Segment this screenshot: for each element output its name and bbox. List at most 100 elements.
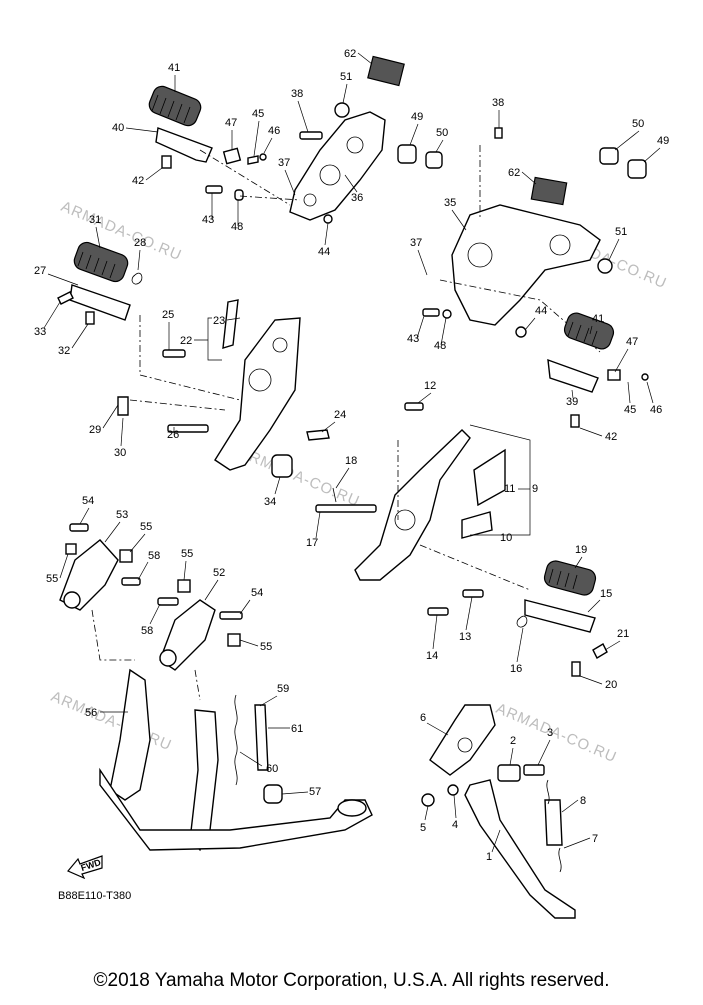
callout-2: 2 <box>510 735 516 747</box>
callout-27: 27 <box>34 265 46 277</box>
callout-54: 54 <box>82 495 94 507</box>
fwd-arrow: FWD <box>66 855 104 880</box>
callout-30: 30 <box>114 447 126 459</box>
callout-62: 62 <box>508 167 520 179</box>
callout-51: 51 <box>340 71 352 83</box>
callout-55: 55 <box>46 573 58 585</box>
callout-16: 16 <box>510 663 522 675</box>
callout-50: 50 <box>436 127 448 139</box>
callout-37: 37 <box>278 157 290 169</box>
callout-45: 45 <box>624 404 636 416</box>
callout-12: 12 <box>424 380 436 392</box>
callout-6: 6 <box>420 712 426 724</box>
callout-17: 17 <box>306 537 318 549</box>
callout-35: 35 <box>444 197 456 209</box>
callout-37: 37 <box>410 237 422 249</box>
callout-55: 55 <box>140 521 152 533</box>
callout-29: 29 <box>89 424 101 436</box>
callout-13: 13 <box>459 631 471 643</box>
callout-41: 41 <box>592 313 604 325</box>
watermark: ARMADA-CO.RU <box>48 688 174 754</box>
callout-40: 40 <box>112 122 124 134</box>
callout-11: 11 <box>504 483 515 495</box>
callout-9: 9 <box>532 483 538 495</box>
arrow-icon: FWD <box>67 855 103 880</box>
side-stand <box>421 704 576 919</box>
callout-49: 49 <box>411 111 423 123</box>
step-bracket-right <box>315 402 531 616</box>
callout-38: 38 <box>492 97 504 109</box>
callout-41: 41 <box>168 62 180 74</box>
callout-15: 15 <box>600 588 612 600</box>
callout-50: 50 <box>632 118 644 130</box>
callout-22: 22 <box>180 335 192 347</box>
callout-46: 46 <box>268 125 280 137</box>
callout-20: 20 <box>605 679 617 691</box>
callout-1: 1 <box>486 851 492 863</box>
callout-59: 59 <box>277 683 289 695</box>
footrest-right-lower <box>516 560 608 677</box>
callout-33: 33 <box>34 326 46 338</box>
callout-38: 38 <box>291 88 303 100</box>
callout-45: 45 <box>252 108 264 120</box>
callout-46: 46 <box>650 404 662 416</box>
callout-53: 53 <box>116 509 128 521</box>
callout-19: 19 <box>575 544 587 556</box>
callout-26: 26 <box>167 429 179 441</box>
callout-5: 5 <box>420 822 426 834</box>
callout-42: 42 <box>132 175 144 187</box>
callout-39: 39 <box>566 396 578 408</box>
callout-3: 3 <box>547 727 553 739</box>
callout-44: 44 <box>535 305 547 317</box>
step-bracket-left <box>117 299 330 478</box>
callout-21: 21 <box>617 628 629 640</box>
callout-8: 8 <box>580 795 586 807</box>
callout-62: 62 <box>344 48 356 60</box>
callouts: 41 40 42 47 45 46 38 37 36 43 48 44 51 6… <box>34 48 669 863</box>
callout-25: 25 <box>162 309 174 321</box>
watermark: ARMADA-CO.RU <box>493 700 619 766</box>
callout-60: 60 <box>266 763 278 775</box>
callout-32: 32 <box>58 345 70 357</box>
diagram-code: B88E110-T380 <box>58 890 132 902</box>
callout-57: 57 <box>309 786 321 798</box>
callout-10: 10 <box>500 532 512 544</box>
callout-28: 28 <box>134 237 146 249</box>
center-stand-brackets <box>59 523 243 701</box>
callout-55: 55 <box>260 641 272 653</box>
copyright-notice: ©2018 Yamaha Motor Corporation, U.S.A. A… <box>93 970 610 991</box>
callout-7: 7 <box>592 833 598 845</box>
callout-49: 49 <box>657 135 669 147</box>
rider-footrest-left <box>148 85 267 201</box>
passenger-footrest-right <box>547 312 649 428</box>
callout-47: 47 <box>626 336 638 348</box>
callout-42: 42 <box>605 431 617 443</box>
callout-36: 36 <box>351 192 363 204</box>
callout-56: 56 <box>85 707 97 719</box>
callout-14: 14 <box>426 650 438 662</box>
callout-48: 48 <box>231 221 243 233</box>
callout-58: 58 <box>148 550 160 562</box>
footrest-left-middle <box>57 241 143 325</box>
callout-55: 55 <box>181 548 193 560</box>
callout-34: 34 <box>264 496 276 508</box>
rider-bracket-left <box>199 55 443 224</box>
passenger-bracket-right <box>422 127 647 353</box>
callout-43: 43 <box>407 333 419 345</box>
callout-58: 58 <box>141 625 153 637</box>
callout-24: 24 <box>334 409 346 421</box>
callout-31: 31 <box>89 214 101 226</box>
callout-18: 18 <box>345 455 357 467</box>
callout-54: 54 <box>251 587 263 599</box>
callout-4: 4 <box>452 819 458 831</box>
callout-47: 47 <box>225 117 237 129</box>
callout-44: 44 <box>318 246 330 258</box>
callout-23: 23 <box>213 315 225 327</box>
callout-43: 43 <box>202 214 214 226</box>
callout-51: 51 <box>615 226 627 238</box>
center-stand <box>99 668 373 852</box>
callout-52: 52 <box>213 567 225 579</box>
callout-61: 61 <box>291 723 303 735</box>
